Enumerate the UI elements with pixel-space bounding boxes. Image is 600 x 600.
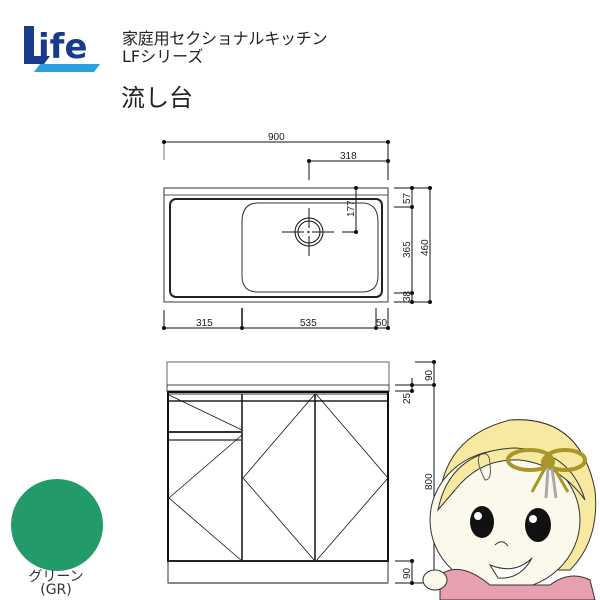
dim-drain-depth: 177: [346, 200, 357, 217]
dim-counter-thickness: 25: [402, 392, 413, 404]
dim-front-margin: 57: [402, 192, 413, 204]
dim-right-margin: 50: [376, 318, 388, 329]
color-name: グリーン: [28, 569, 84, 585]
dim-overall-depth: 460: [420, 239, 431, 256]
life-logo: ife: [20, 20, 102, 72]
svg-text:ife: ife: [38, 27, 88, 67]
mascot-illustration: [422, 419, 597, 600]
dim-drain-offset: 318: [340, 151, 357, 162]
hair-ornament-icon: [506, 448, 587, 499]
product-title: 流し台: [121, 84, 193, 112]
dim-basin-depth: 365: [402, 241, 413, 258]
color-swatch-green: [11, 479, 103, 571]
dim-overall-height: 800: [424, 473, 435, 490]
dim-back-margin: 38: [402, 290, 413, 302]
series-subtitle: LFシリーズ: [122, 47, 204, 66]
dim-basin-width: 535: [300, 318, 317, 329]
series-title: 家庭用セクショナルキッチン: [122, 29, 328, 48]
dim-plinth-height: 90: [402, 567, 413, 579]
dim-overall-width: 900: [268, 132, 285, 143]
dim-left-width: 315: [196, 318, 213, 329]
color-code: (GR): [40, 582, 72, 598]
dim-backsplash-height: 90: [424, 369, 435, 381]
